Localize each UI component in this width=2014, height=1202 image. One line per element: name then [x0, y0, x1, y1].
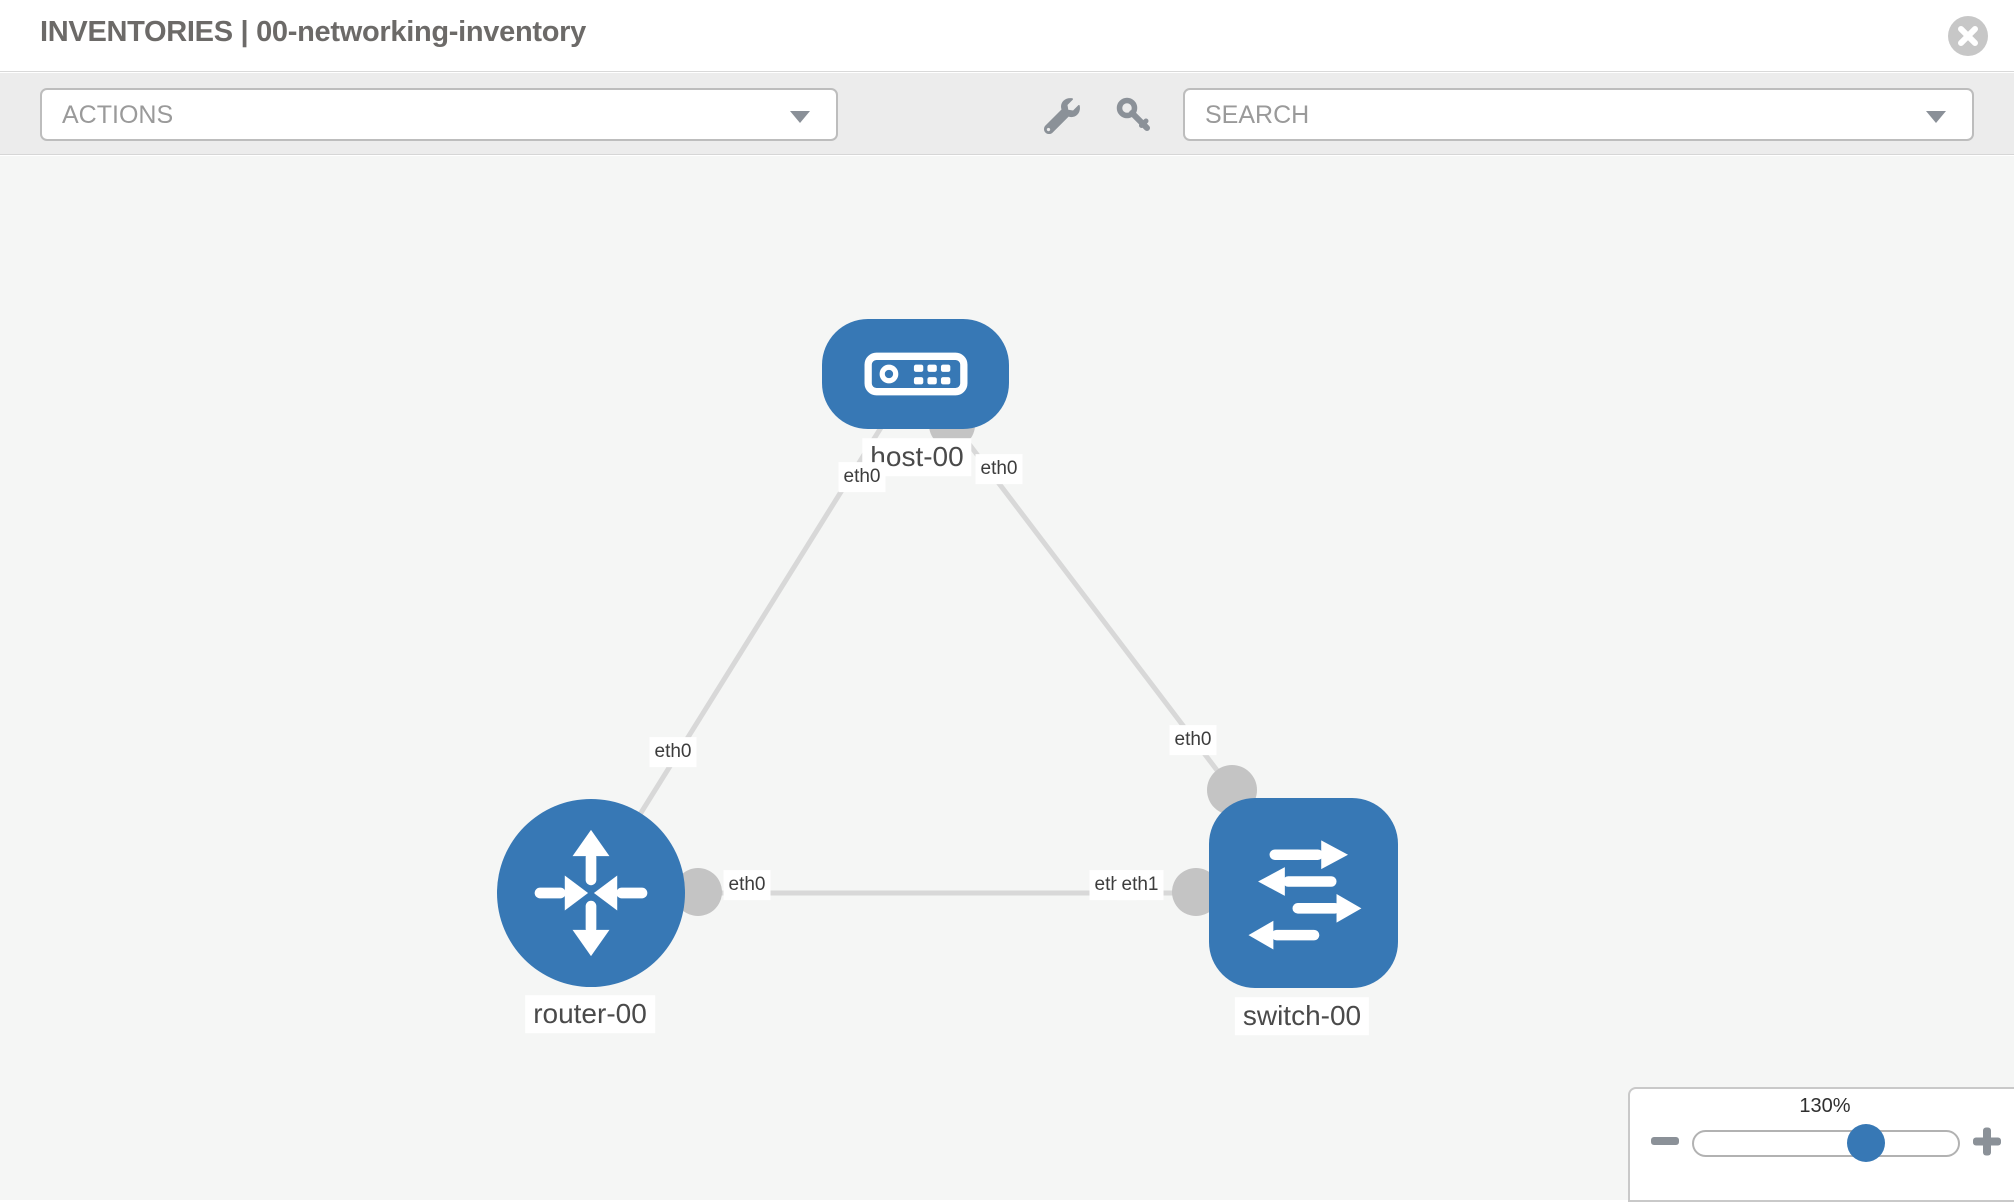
interface-label: eth0 — [838, 462, 886, 492]
switch-icon — [1247, 840, 1361, 950]
interface-label: eth0 — [649, 737, 697, 767]
interface-dot-switch-left — [1172, 868, 1220, 916]
zoom-slider-knob[interactable] — [1847, 1124, 1885, 1162]
wrench-icon[interactable] — [1044, 98, 1080, 134]
interface-label: eth0 — [723, 870, 771, 900]
header: INVENTORIES | 00-networking-inventory — [0, 0, 2014, 72]
chevron-down-icon — [1926, 111, 1946, 123]
node-label-router: router-00 — [525, 995, 655, 1033]
host-icon — [864, 352, 967, 396]
interface-label: eth1 — [1116, 870, 1164, 900]
node-host-00[interactable] — [822, 319, 1009, 429]
close-icon — [1958, 26, 1978, 46]
node-router-00[interactable] — [497, 799, 685, 987]
topology-canvas[interactable]: host-00 router-00 switch-00 eth0 eth0 et… — [0, 156, 2014, 1200]
interface-label: eth0 — [975, 454, 1023, 484]
interface-label: eth0 — [1169, 725, 1217, 755]
zoom-level: 130% — [1799, 1095, 1851, 1117]
page-title: INVENTORIES | 00-networking-inventory — [40, 16, 586, 48]
node-label-switch: switch-00 — [1234, 997, 1370, 1035]
zoom-panel: 130% — [1628, 1087, 2014, 1202]
node-switch-00[interactable] — [1209, 798, 1398, 988]
interface-dot-router — [674, 868, 722, 916]
actions-dropdown[interactable]: ACTIONS — [40, 88, 838, 141]
search-dropdown-label: SEARCH — [1205, 101, 1310, 129]
chevron-down-icon — [790, 111, 810, 123]
zoom-out-icon[interactable] — [1650, 1135, 1680, 1147]
search-dropdown[interactable]: SEARCH — [1183, 88, 1974, 141]
actions-dropdown-label: ACTIONS — [62, 101, 174, 129]
link-host-router — [588, 371, 918, 895]
router-icon — [534, 829, 648, 957]
toolbar: ACTIONS SEARCH — [0, 73, 2014, 155]
zoom-slider[interactable] — [1692, 1124, 1960, 1162]
close-button[interactable] — [1948, 16, 1988, 56]
key-icon[interactable] — [1114, 96, 1154, 136]
zoom-in-icon[interactable] — [1971, 1125, 2003, 1157]
topology-links — [588, 371, 1303, 916]
